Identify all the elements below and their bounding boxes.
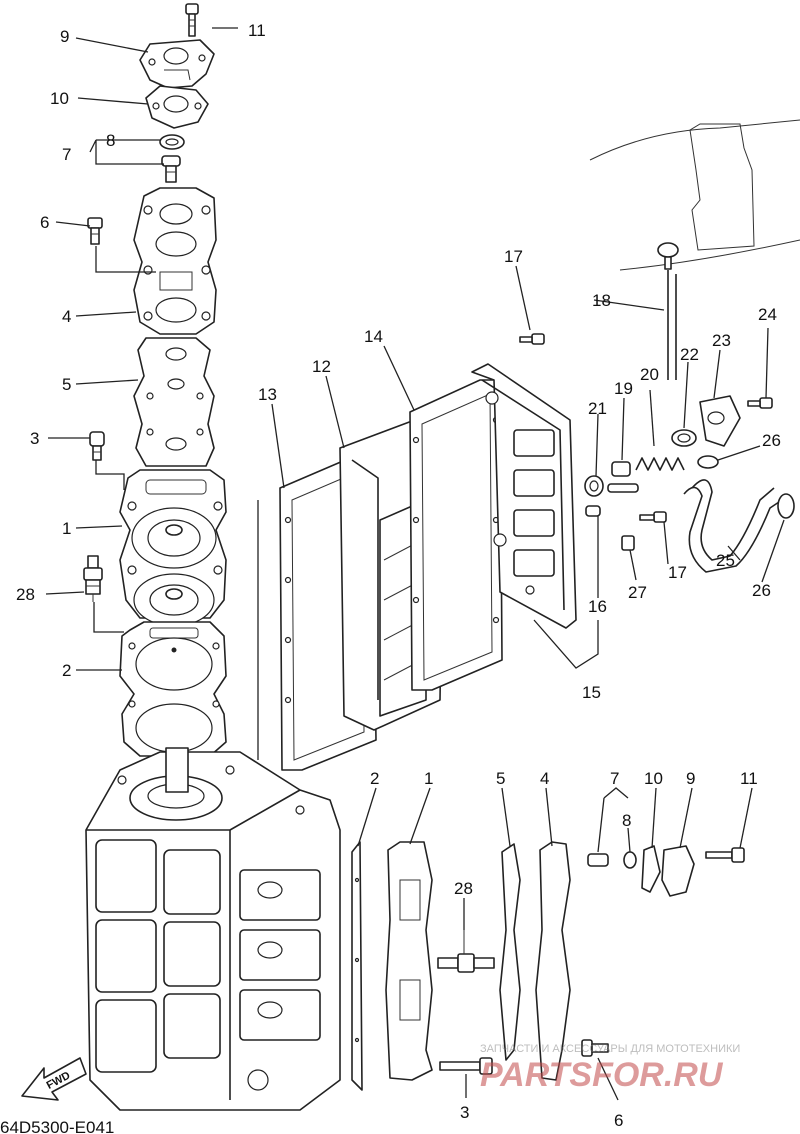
label-p2-bottom: 2: [370, 769, 379, 788]
watermark-caption: ЗАПЧАСТИ И АКСЕССУАРЫ ДЛЯ МОТОТЕХНИКИ: [480, 1043, 740, 1055]
bolt-6: [87, 217, 103, 245]
head-cover-4: [133, 187, 217, 335]
label-p10-bottom: 10: [644, 769, 663, 788]
label-p9-bottom: 9: [686, 769, 695, 788]
leader-lines: [45, 27, 785, 1101]
label-p3-top: 3: [30, 429, 39, 448]
label-p17-bottom: 17: [668, 563, 687, 582]
label-p3-bottom: 3: [460, 1103, 469, 1122]
label-p28-bottom: 28: [454, 879, 473, 898]
label-p12: 12: [312, 357, 331, 376]
label-p5-top: 5: [62, 375, 71, 394]
label-p4-bottom: 4: [540, 769, 549, 788]
side-view-parts: [351, 841, 745, 1091]
label-p11-bottom: 11: [740, 769, 758, 788]
label-p27: 27: [628, 583, 647, 602]
label-p28-top: 28: [16, 585, 35, 604]
part-number-labels: 11 9 10 8 7 6 4 5 3 1 28 2 13 12 14 17 1…: [16, 21, 781, 1130]
watermark-logo: PARTSFOR.RU: [480, 1056, 724, 1094]
label-p8-bottom: 8: [622, 811, 631, 830]
right-side-parts: [519, 119, 800, 573]
label-p9-top: 9: [60, 27, 69, 46]
gasket-10: [145, 85, 209, 129]
label-p15: 15: [582, 683, 601, 702]
gasket-5: [133, 337, 215, 467]
label-p7-top: 7: [62, 145, 71, 164]
left-column-parts: [83, 3, 227, 757]
label-p7-bottom: 7: [610, 769, 619, 788]
label-p2-top: 2: [62, 661, 71, 680]
label-p4-top: 4: [62, 307, 71, 326]
label-p19: 19: [614, 379, 633, 398]
label-p14: 14: [364, 327, 383, 346]
label-p26-bottom: 26: [752, 581, 771, 600]
watermark: ЗАПЧАСТИ И АКСЕССУАРЫ ДЛЯ МОТОТЕХНИКИ PA…: [480, 1043, 740, 1094]
spark-plug-28: [83, 555, 103, 602]
label-p8-top: 8: [106, 131, 115, 150]
fwd-arrow: FWD: [21, 1057, 87, 1101]
label-p22: 22: [680, 345, 699, 364]
bolt-11-top: [185, 3, 199, 37]
label-p17-top: 17: [504, 247, 523, 266]
label-p24: 24: [758, 305, 777, 324]
label-p13: 13: [258, 385, 277, 404]
head-gasket-2: [119, 621, 227, 757]
label-p20: 20: [640, 365, 659, 384]
stud-3-top: [89, 431, 105, 461]
seal-8-and-plug-7: [159, 134, 185, 183]
label-p16: 16: [588, 597, 607, 616]
cylinder-block: [85, 747, 341, 1111]
label-p21: 21: [588, 399, 607, 418]
label-p23: 23: [712, 331, 731, 350]
label-p6-bottom: 6: [614, 1111, 623, 1130]
label-p26-top: 26: [762, 431, 781, 450]
diagram-code: 64D5300-E041: [0, 1118, 114, 1134]
label-p6-top: 6: [40, 213, 49, 232]
label-p10-top: 10: [50, 89, 69, 108]
cylinder-head-1: [119, 469, 227, 627]
label-p5-bottom: 5: [496, 769, 505, 788]
label-p1-top: 1: [62, 519, 71, 538]
label-p11-top: 11: [248, 21, 266, 40]
label-p18: 18: [592, 291, 611, 310]
cover-9: [139, 39, 215, 89]
label-p25: 25: [716, 551, 735, 570]
middle-plates: [279, 363, 577, 771]
label-p1-bottom: 1: [424, 769, 433, 788]
